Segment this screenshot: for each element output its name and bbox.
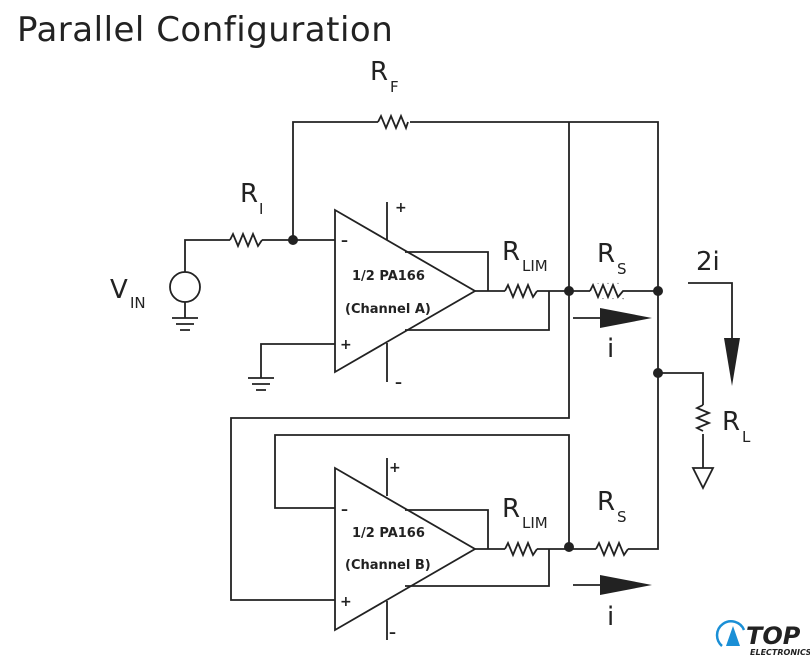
rf-resistor: [377, 113, 409, 131]
current-arrow-a: [573, 308, 652, 328]
amp-a-channel-label: (Channel A): [345, 302, 431, 317]
ri-label: R: [240, 179, 258, 209]
rl-label: R: [722, 407, 740, 437]
amp-b-minus: –: [341, 502, 348, 518]
total-current-label: 2i: [696, 247, 720, 277]
load-ground-symbol: [691, 467, 715, 491]
rf-label: R: [370, 57, 388, 87]
rf-label-sub: F: [390, 78, 399, 96]
rs-b-resistor: [595, 540, 629, 558]
rlim-b-label-sub: LIM: [522, 514, 548, 532]
amp-a-supply-pos-label: +: [395, 200, 407, 216]
rlim-b-resistor: [504, 540, 538, 558]
vin-source: [169, 271, 201, 303]
total-current-arrow: [688, 282, 740, 386]
rlim-a-resistor: [504, 282, 538, 300]
ground-symbol: [172, 302, 198, 331]
ri-label-sub: I: [259, 200, 263, 218]
vin-label: V: [110, 275, 128, 305]
rlim-a-label: R: [502, 237, 520, 267]
ground-symbol: [248, 377, 274, 391]
amp-a-minus: –: [341, 233, 348, 249]
amp-b-part-label: 1/2 PA166: [352, 526, 425, 541]
amp-b-channel-label: (Channel B): [345, 558, 431, 573]
input-wires: [184, 239, 335, 272]
junction-dot: [288, 235, 298, 245]
amp-a-sense-wires: [405, 251, 658, 331]
amp-b-follower-loop: [274, 434, 570, 545]
amp-a-supply-neg-label: –: [395, 375, 402, 391]
rl-label-sub: L: [742, 428, 751, 446]
load-wire: [658, 372, 704, 468]
rs-a-label: R: [597, 239, 615, 269]
logo-tagline: ELECTRONICS: [750, 648, 810, 657]
amp-a-part-label: 1/2 PA166: [352, 269, 425, 284]
logo-brand: TOP: [746, 622, 801, 650]
rs-b-label-sub: S: [617, 508, 627, 526]
junction-dot: [564, 542, 574, 552]
amp-b-supply-neg-label: –: [389, 625, 396, 641]
ri-resistor: [229, 231, 263, 249]
op-amp-b: [334, 466, 477, 632]
junction-dot: [653, 286, 663, 296]
current-a-label: i: [607, 334, 614, 364]
vin-label-sub: IN: [130, 294, 146, 312]
current-arrow-b: [573, 575, 652, 595]
feedback-loop-wires: [230, 121, 659, 601]
junction-dot: [564, 286, 574, 296]
rs-a-label-sub: S: [617, 260, 627, 278]
page-title: Parallel Configuration: [17, 10, 394, 50]
amp-a-plus: +: [340, 337, 352, 353]
rlim-a-label-sub: LIM: [522, 257, 548, 275]
op-amp-a: [334, 208, 477, 374]
rl-resistor: [694, 404, 712, 432]
amp-b-plus: +: [340, 594, 352, 610]
amp-a-plus-wire: [260, 343, 335, 378]
rlim-b-label: R: [502, 494, 520, 524]
current-b-label: i: [607, 602, 614, 632]
company-logo: TOP ELECTRONICS: [715, 620, 810, 657]
amp-b-supply-pos-label: +: [389, 460, 401, 476]
rs-b-label: R: [597, 487, 615, 517]
